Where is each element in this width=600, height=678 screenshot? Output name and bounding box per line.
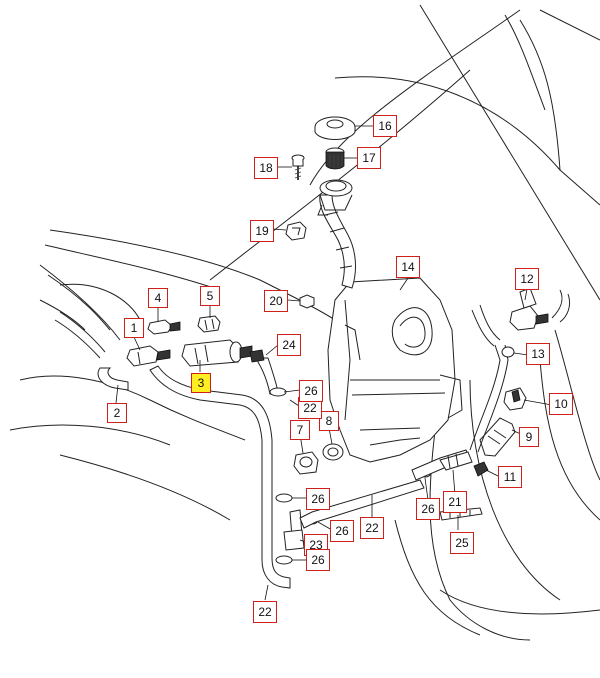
callout-26-lower[interactable]: 26: [306, 549, 330, 571]
plug-11: [473, 461, 489, 477]
callout-22-bottom[interactable]: 22: [253, 601, 277, 623]
callout-1[interactable]: 1: [124, 318, 144, 338]
switch-10: [503, 387, 527, 411]
clip-19: [285, 221, 307, 241]
hose-24: [249, 349, 279, 395]
grommet-5: [197, 315, 221, 333]
callout-12[interactable]: 12: [515, 268, 539, 290]
hose-22-vertical: [149, 365, 291, 589]
callout-14[interactable]: 14: [396, 256, 420, 278]
washer-reservoir: [327, 277, 463, 463]
pump-21: [439, 451, 473, 471]
callout-20[interactable]: 20: [264, 290, 288, 312]
callout-26-upper[interactable]: 26: [299, 380, 323, 402]
callout-26-right[interactable]: 26: [416, 498, 440, 520]
callout-7[interactable]: 7: [290, 420, 310, 440]
callout-3[interactable]: 3: [191, 373, 211, 393]
callout-5[interactable]: 5: [200, 286, 220, 306]
pump-9: [479, 417, 516, 457]
plug-4: [147, 319, 181, 335]
grommet-8: [322, 443, 344, 461]
strainer: [325, 147, 345, 170]
callout-13[interactable]: 13: [526, 343, 550, 365]
callout-16[interactable]: 16: [373, 115, 397, 137]
jet-1: [126, 345, 171, 367]
washer-pump: [181, 339, 253, 367]
callout-26-left[interactable]: 26: [306, 488, 330, 510]
jet-12: [509, 287, 549, 331]
callout-2[interactable]: 2: [107, 403, 127, 423]
callout-8[interactable]: 8: [319, 411, 339, 431]
callout-4[interactable]: 4: [148, 288, 168, 308]
callout-26-center[interactable]: 26: [330, 520, 354, 542]
callout-17[interactable]: 17: [357, 147, 381, 169]
screw-18: [291, 154, 305, 180]
callout-24[interactable]: 24: [277, 334, 301, 356]
car-body-outline: [9, 4, 600, 641]
hose-2: [54, 311, 129, 391]
callout-11[interactable]: 11: [498, 466, 522, 488]
callout-22-middle[interactable]: 22: [360, 517, 384, 539]
callout-21[interactable]: 21: [443, 491, 467, 513]
filler-neck: [317, 179, 356, 289]
callout-9[interactable]: 9: [519, 427, 539, 447]
hose-right-top: [469, 289, 571, 453]
reservoir-cap: [314, 116, 356, 140]
callout-25[interactable]: 25: [450, 532, 474, 554]
grommet-7: [293, 451, 319, 475]
callout-10[interactable]: 10: [549, 393, 573, 415]
nut-20: [299, 294, 315, 309]
callout-19[interactable]: 19: [250, 220, 274, 242]
grommet-13: [501, 346, 515, 358]
callout-18[interactable]: 18: [254, 157, 278, 179]
